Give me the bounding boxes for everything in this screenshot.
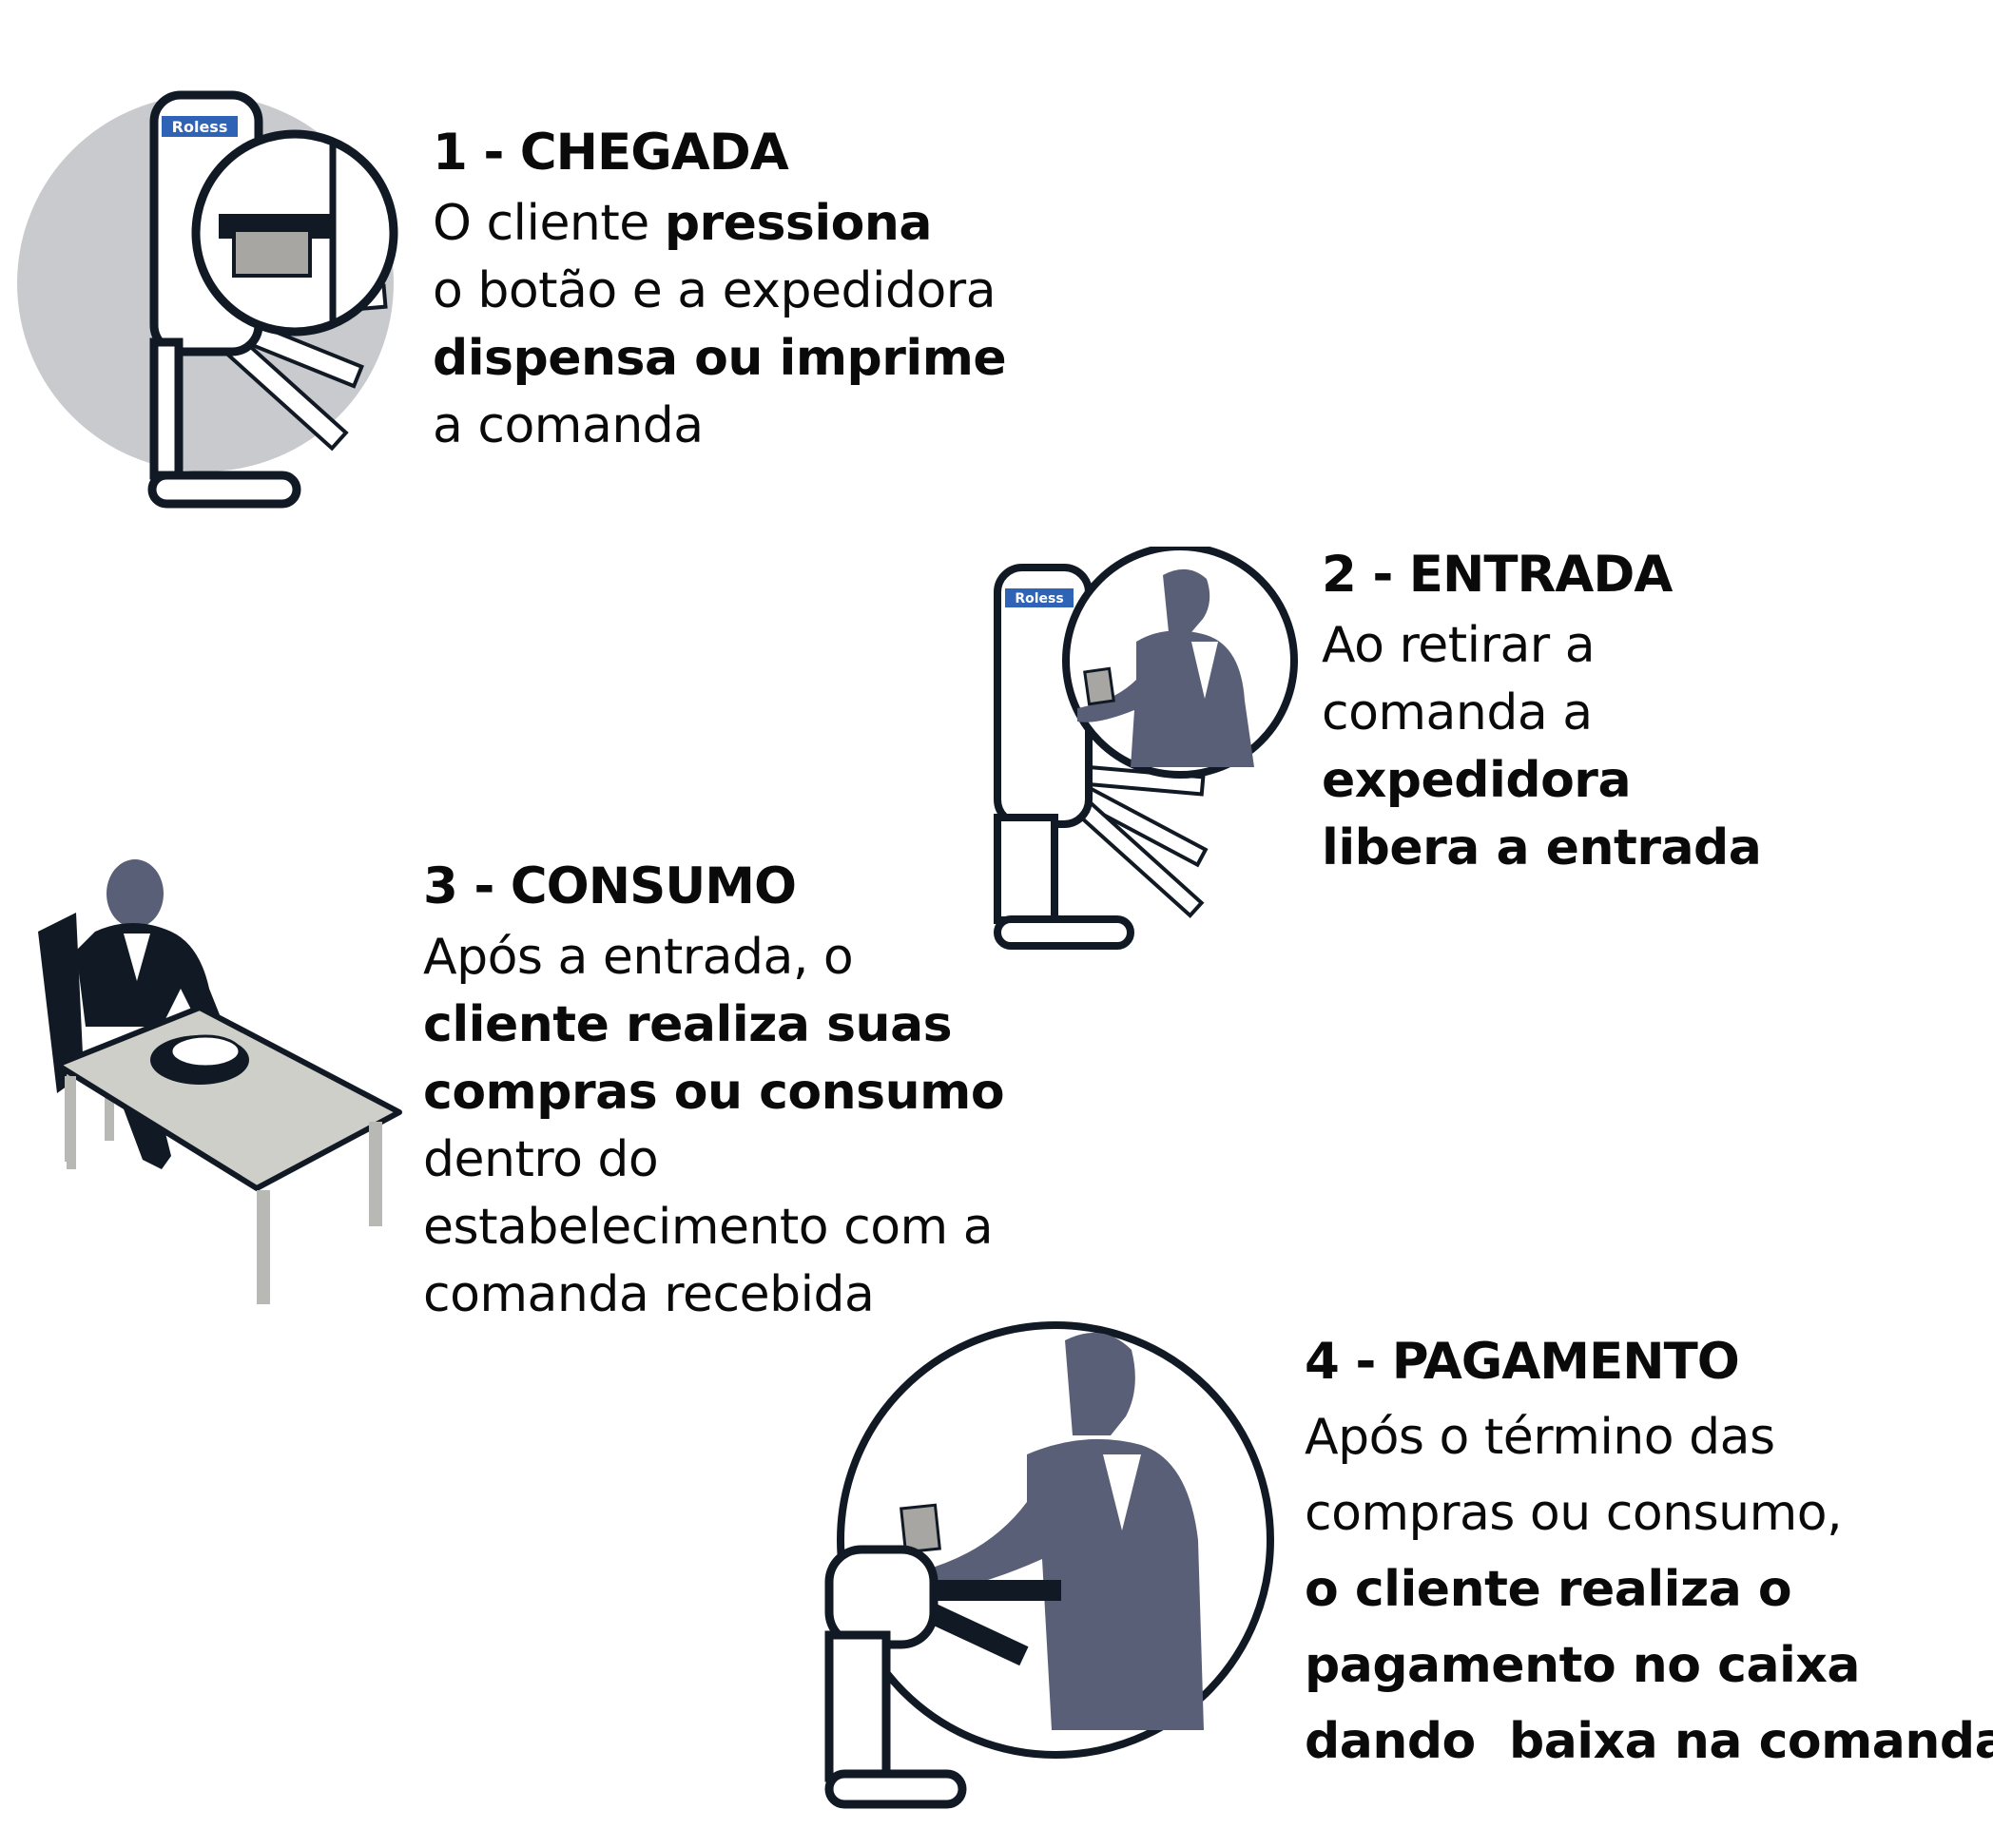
text-line: compras ou consumo, bbox=[1305, 1485, 1843, 1542]
step-description: O cliente pressiona o botão e a expedido… bbox=[433, 190, 1007, 460]
turnstile-dispenser-illustration: Roless bbox=[17, 90, 398, 509]
table-icon bbox=[54, 1005, 402, 1304]
person-icon bbox=[1077, 568, 1254, 767]
step-description: Após o término das compras ou consumo, o… bbox=[1305, 1399, 1993, 1780]
logo-text: Roless bbox=[1015, 591, 1063, 606]
text-line-bold: dando baixa na comanda bbox=[1305, 1713, 1993, 1770]
turnstile-entry-illustration: Roless bbox=[994, 547, 1298, 950]
text-line-bold: pagamento no caixa bbox=[1305, 1637, 1861, 1694]
step-title: 2 - ENTRADA bbox=[1322, 546, 1673, 604]
text-line-bold: o cliente realiza o bbox=[1305, 1561, 1792, 1618]
step-description: Após a entrada, o cliente realiza suas c… bbox=[423, 924, 1005, 1329]
step-title: 3 - CONSUMO bbox=[423, 857, 797, 915]
step-title: 1 - CHEGADA bbox=[433, 124, 789, 182]
text-line: estabelecimento com a bbox=[423, 1199, 994, 1256]
text-line-bold: compras ou consumo bbox=[423, 1064, 1005, 1121]
text-line: a comanda bbox=[433, 397, 704, 454]
text-line: Ao retirar a bbox=[1322, 617, 1596, 674]
text-line: O cliente pressiona bbox=[433, 190, 1006, 258]
ticket-icon bbox=[900, 1503, 941, 1554]
turnstile-arm-icon bbox=[1071, 764, 1209, 918]
text-line: Após a entrada, o bbox=[423, 929, 854, 986]
ticket-icon bbox=[1083, 666, 1115, 706]
text-run-bold: pressiona bbox=[664, 195, 933, 252]
text-line-bold: libera a entrada bbox=[1322, 819, 1762, 876]
step-title: 4 - PAGAMENTO bbox=[1305, 1333, 1740, 1391]
step-consumo: 3 - CONSUMO Após a entrada, o cliente re… bbox=[423, 856, 1005, 1329]
step-pagamento: 4 - PAGAMENTO Após o término das compras… bbox=[1305, 1331, 1993, 1780]
text-line-bold: expedidora bbox=[1322, 752, 1632, 809]
step-chegada: 1 - CHEGADA O cliente pressiona o botão … bbox=[433, 122, 1007, 460]
text-line: dentro do bbox=[423, 1131, 659, 1188]
payment-illustration bbox=[824, 1321, 1274, 1809]
roless-logo bbox=[162, 116, 238, 137]
cake-plate-icon bbox=[150, 1034, 249, 1085]
text-run: O cliente bbox=[433, 195, 665, 252]
text-line: o botão e a expedidora bbox=[433, 262, 996, 319]
step-entrada: 2 - ENTRADA Ao retirar a comanda a exped… bbox=[1322, 544, 1762, 882]
text-line: Após o término das bbox=[1305, 1409, 1775, 1466]
text-line: comanda a bbox=[1322, 684, 1593, 741]
text-line-bold: cliente realiza suas bbox=[423, 996, 953, 1053]
customer-at-table-illustration bbox=[38, 859, 402, 1304]
text-line-bold: dispensa ou imprime bbox=[433, 330, 1007, 387]
roless-logo bbox=[1005, 588, 1074, 607]
text-line: comanda recebida bbox=[423, 1266, 875, 1323]
ticket-icon bbox=[232, 228, 312, 278]
logo-text: Roless bbox=[172, 118, 228, 136]
step-description: Ao retirar a comanda a expedidora libera… bbox=[1322, 612, 1762, 882]
